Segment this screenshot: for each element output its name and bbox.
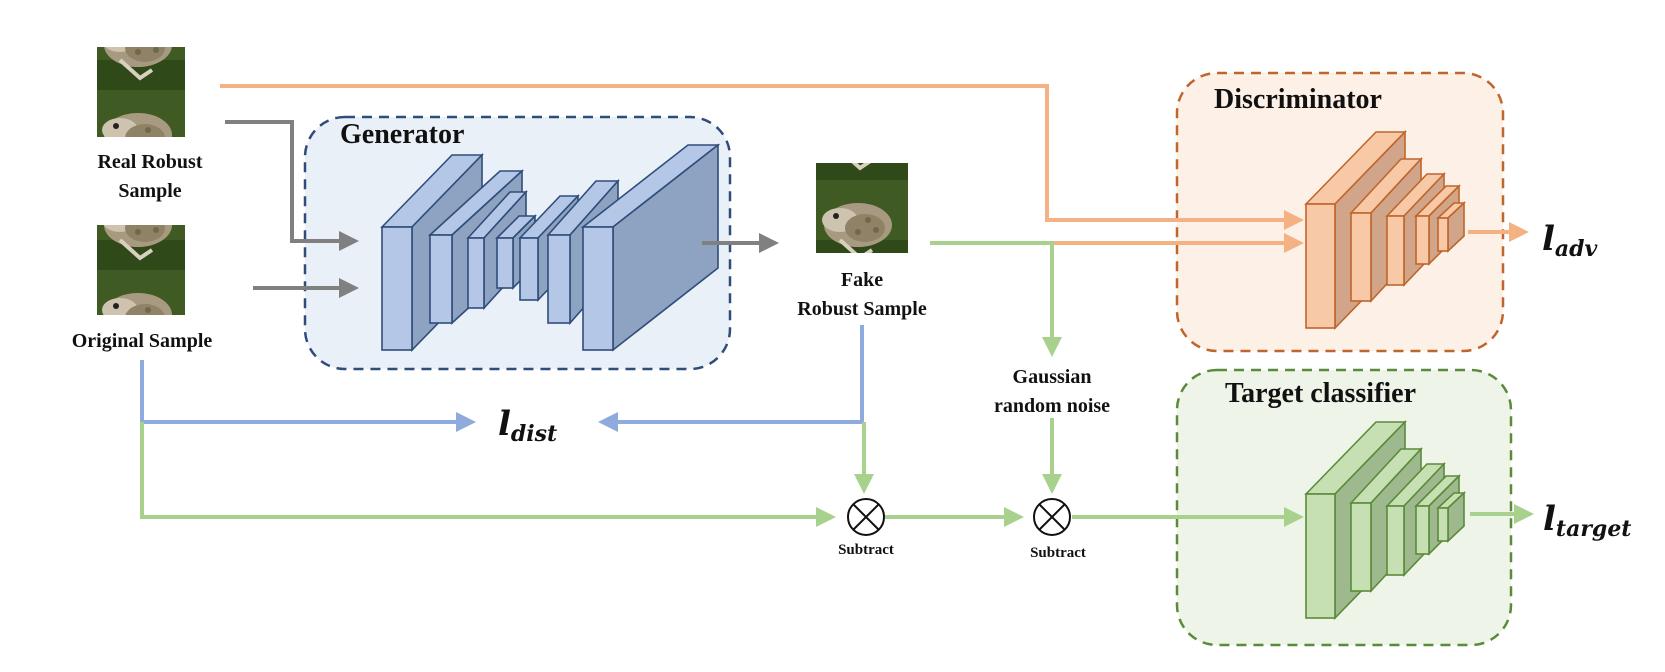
subtract-label-2: Subtract: [1030, 545, 1086, 561]
subtract-label-1: Subtract: [838, 542, 894, 558]
original-sample-label: Original Sample: [72, 330, 213, 352]
fake-robust-sample-label-2: Robust Sample: [797, 298, 927, 320]
fake-to-noise-arrow: [930, 241, 1062, 357]
generator-layer-7: [580, 143, 721, 352]
generator-network: [380, 143, 721, 352]
real-robust-sample-label-2: Sample: [118, 180, 181, 202]
discriminator-network: [1304, 130, 1467, 330]
original-sample-image: [97, 225, 185, 315]
loss-adv: ladv: [1542, 219, 1598, 262]
discriminator-layer-5: [1435, 201, 1467, 253]
fake-robust-sample-image: [816, 163, 908, 253]
generator-title: Generator: [340, 119, 464, 150]
real-to-generator-arrow: [225, 120, 359, 251]
gaussian-noise-label-2: random noise: [994, 395, 1110, 417]
subtract-operator-2: [1033, 498, 1071, 536]
target-classifier-layer-5: [1435, 491, 1467, 543]
discriminator-title: Discriminator: [1214, 84, 1382, 115]
fake-robust-sample-label-1: Fake: [841, 269, 883, 291]
real-robust-sample-label-1: Real Robust: [97, 151, 202, 173]
target-classifier-title: Target classifier: [1225, 378, 1416, 409]
subtract-operator-1: [847, 498, 885, 536]
real-to-discriminator-arrow: [220, 84, 1304, 230]
gaussian-noise-label-1: Gaussian: [1013, 366, 1092, 388]
loss-dist: ldist: [498, 404, 557, 447]
loss-target: ltarget: [1543, 499, 1631, 542]
original-to-subtract-arrow: [140, 422, 836, 527]
target-classifier-network: [1304, 420, 1467, 620]
real-robust-sample-image: [97, 47, 185, 137]
